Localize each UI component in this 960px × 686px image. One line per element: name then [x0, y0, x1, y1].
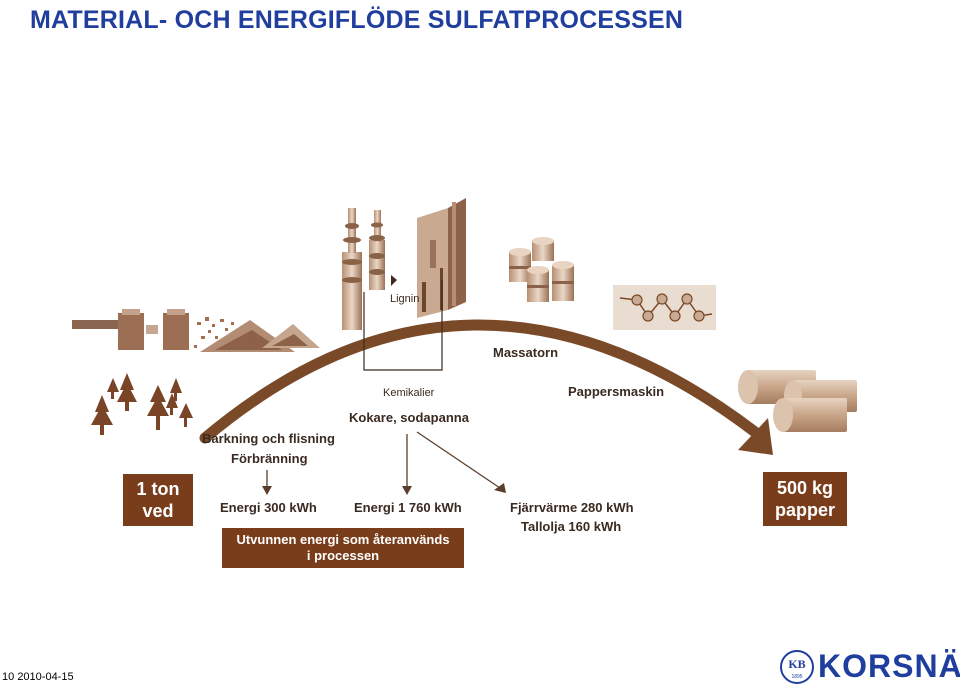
paper-rolls	[738, 370, 857, 432]
energi-300-label: Energi 300 kWh	[220, 500, 317, 515]
logo-emblem-year: 1895	[791, 674, 802, 680]
digester-towers	[342, 208, 385, 330]
input-wood-line2: ved	[142, 501, 174, 521]
paper-machine	[613, 285, 716, 330]
pappersmaskin-label: Pappersmaskin	[568, 384, 665, 399]
logo-emblem-text: KB	[788, 657, 805, 671]
lignin-chemicals-loop	[363, 275, 443, 371]
kemikalier-label: Kemikalier	[383, 387, 435, 399]
lignin-arrow	[391, 275, 397, 286]
recovered-energy-line1: Utvunnen energi som återanvänds	[236, 532, 450, 547]
brand-logo-text: KORSNÄS	[818, 648, 960, 684]
barkning-label: Barkning och flisning	[202, 431, 335, 446]
output-paper-box: 500 kg papper	[763, 472, 847, 526]
flow-arrowhead	[738, 418, 773, 455]
lignin-label: Lignin	[390, 293, 420, 305]
output-paper-line1: 500 kg	[776, 478, 834, 498]
energy-arrows	[262, 431, 506, 495]
tallolja-label: Tallolja 160 kWh	[521, 519, 622, 534]
kokare-label: Kokare, sodapanna	[349, 410, 469, 425]
recovered-energy-box: Utvunnen energi som återanvänds i proces…	[222, 528, 464, 568]
flow-arc	[199, 319, 773, 455]
recovered-energy-line2: i processen	[306, 548, 380, 563]
massatorn-label: Massatorn	[493, 345, 559, 360]
page-title: MATERIAL- OCH ENERGIFLÖDE SULFATPROCESSE…	[30, 6, 684, 34]
footer-date: 2010-04-15	[17, 671, 74, 683]
input-wood-line1: 1 ton	[136, 479, 180, 499]
debarking-machinery	[72, 309, 189, 350]
korsnas-logo-emblem: KB 1895	[780, 650, 814, 684]
forbranning-label: Förbränning	[231, 451, 308, 466]
footer-page-info: 10 2010-04-15	[2, 671, 74, 683]
energi-1760-label: Energi 1 760 kWh	[354, 500, 462, 515]
chip-piles	[200, 320, 320, 352]
forest-trees	[91, 373, 193, 435]
output-paper-line2: papper	[774, 500, 835, 520]
pulp-bales	[509, 237, 574, 302]
recovery-boiler-building	[417, 198, 466, 318]
input-wood-box: 1 ton ved	[123, 474, 193, 526]
fjarrvarme-label: Fjärrvärme 280 kWh	[510, 500, 634, 515]
page-number: 10	[2, 671, 15, 683]
